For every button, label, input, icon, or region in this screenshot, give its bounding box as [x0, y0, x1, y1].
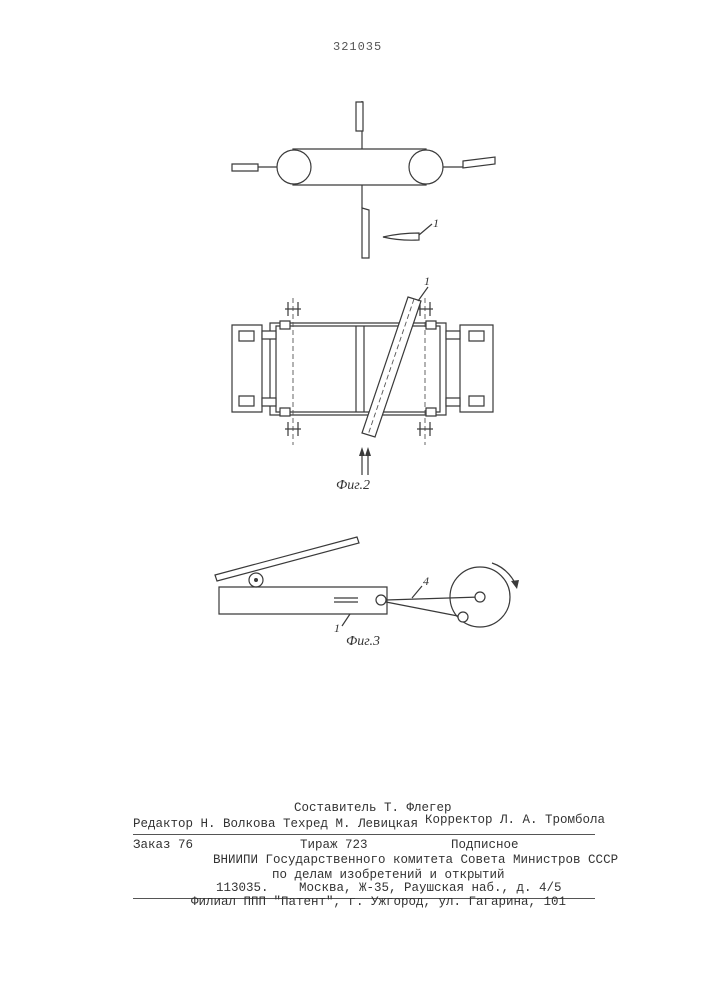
- leader-4: [412, 586, 422, 598]
- rotation-arrow: [492, 563, 515, 583]
- institute-line-2: по делам изобретений и открытий: [272, 868, 505, 882]
- footer-rule-top: [133, 834, 595, 835]
- editor-line: Редактор Н. Волкова: [133, 817, 276, 831]
- institute-line-1: ВНИИПИ Государственного комитета Совета …: [213, 853, 618, 867]
- address-line: Москва, Ж-35, Раушская наб., д. 4/5: [299, 881, 562, 895]
- branch-line: Филиал ППП "Патент", г. Ужгород, ул. Гаг…: [191, 895, 566, 909]
- label-4: 4: [423, 574, 429, 588]
- base-plate: [219, 587, 387, 614]
- drum-hub: [475, 592, 485, 602]
- guide-pulley: [458, 612, 468, 622]
- postal-code: 113035.: [216, 881, 269, 895]
- rotation-arrow-head: [511, 580, 519, 589]
- hinged-lid: [215, 537, 359, 581]
- label-1c: 1: [334, 621, 340, 635]
- leader-1c: [342, 614, 350, 626]
- figure-3-caption: Фиг.3: [346, 634, 380, 650]
- order-line: Заказ 76: [133, 838, 193, 852]
- hinge-pin: [254, 578, 258, 582]
- subscription-line: Подписное: [451, 838, 519, 852]
- clamp-point: [376, 595, 386, 605]
- cable-4-lower: [386, 602, 463, 617]
- cable-4-upper: [386, 597, 480, 600]
- circulation-line: Тираж 723: [300, 838, 368, 852]
- corrector-line: Корректор Л. А. Тромбола: [425, 813, 605, 827]
- techred-line: Техред М. Левицкая: [283, 817, 418, 831]
